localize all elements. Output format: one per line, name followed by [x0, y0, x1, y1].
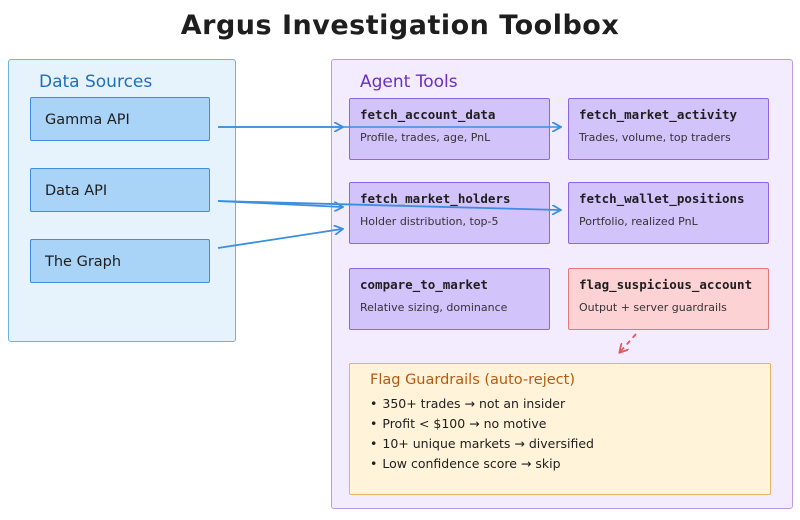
- tool-name: flag_suspicious_account: [579, 277, 753, 292]
- tool-name: fetch_market_activity: [579, 107, 738, 122]
- arrow-graph-to-holders: [217, 229, 342, 249]
- guardrail-rule: 10+ unique markets → diversified: [370, 434, 750, 454]
- agent-tools-title: Agent Tools: [360, 72, 458, 92]
- tool-desc: Trades, volume, top traders: [579, 131, 731, 144]
- tool-fetch-wallet-positions: fetch_wallet_positions Portfolio, realiz…: [568, 182, 769, 244]
- tool-fetch-market-activity: fetch_market_activity Trades, volume, to…: [568, 98, 769, 160]
- tool-desc: Relative sizing, dominance: [360, 301, 508, 314]
- guardrail-rule: Low confidence score → skip: [370, 454, 750, 474]
- guardrails-title: Flag Guardrails (auto-reject): [370, 372, 575, 388]
- flag-guardrails-box: Flag Guardrails (auto-reject) 350+ trade…: [349, 363, 771, 495]
- source-gamma-api: Gamma API: [30, 97, 210, 141]
- guardrails-list: 350+ trades → not an insider Profit < $1…: [370, 394, 750, 474]
- tool-fetch-market-holders: fetch_market_holders Holder distribution…: [349, 182, 550, 244]
- guardrail-rule: Profit < $100 → no motive: [370, 414, 750, 434]
- arrow-dataapi-to-positions: [217, 200, 560, 210]
- tool-desc: Profile, trades, age, PnL: [360, 131, 491, 144]
- tool-compare-to-market: compare_to_market Relative sizing, domin…: [349, 268, 550, 330]
- data-sources-title: Data Sources: [39, 72, 153, 92]
- tool-desc: Output + server guardrails: [579, 301, 727, 314]
- tool-flag-suspicious-account: flag_suspicious_account Output + server …: [568, 268, 769, 330]
- arrow-flag-to-guardrails: [620, 333, 637, 352]
- tool-name: fetch_market_holders: [360, 191, 511, 206]
- tool-desc: Holder distribution, top-5: [360, 215, 499, 228]
- tool-name: fetch_wallet_positions: [579, 191, 745, 206]
- tool-name: fetch_account_data: [360, 107, 496, 122]
- diagram-title: Argus Investigation Toolbox: [180, 10, 620, 41]
- source-the-graph: The Graph: [30, 239, 210, 283]
- tool-fetch-account-data: fetch_account_data Profile, trades, age,…: [349, 98, 550, 160]
- source-data-api: Data API: [30, 168, 210, 212]
- tool-desc: Portfolio, realized PnL: [579, 215, 698, 228]
- tool-name: compare_to_market: [360, 277, 488, 292]
- guardrail-rule: 350+ trades → not an insider: [370, 394, 750, 414]
